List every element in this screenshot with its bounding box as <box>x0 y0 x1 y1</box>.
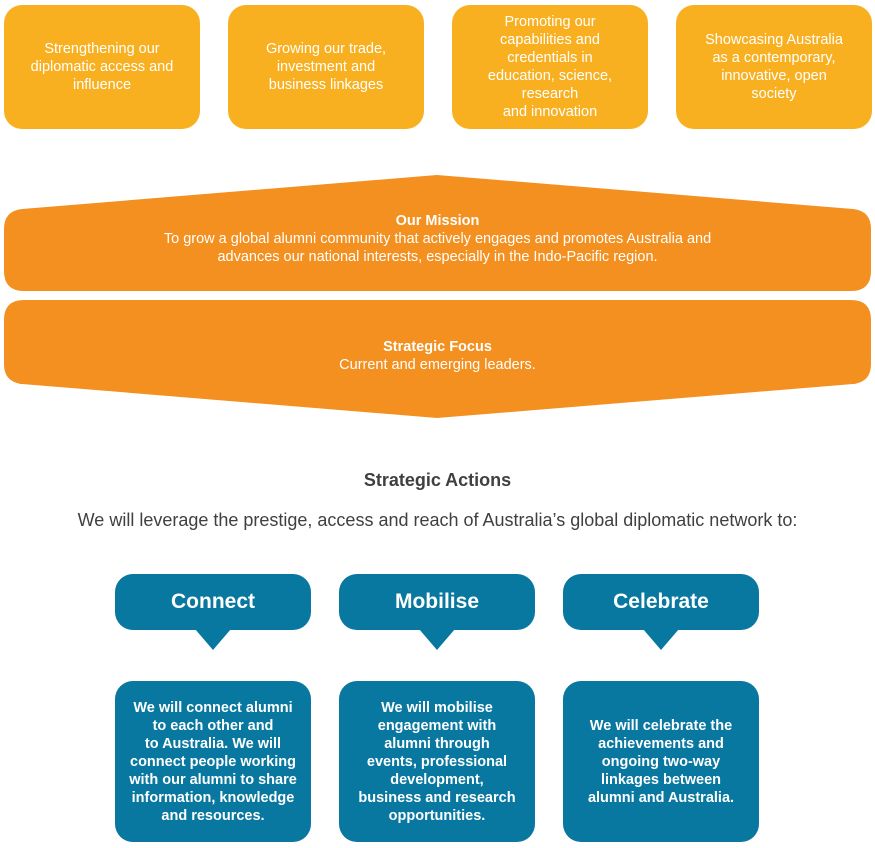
focus-text: Current and emerging leaders. <box>339 357 536 373</box>
action-heading-connect: Connect <box>115 574 311 650</box>
action-body-connect: We will connect alumni to each other and… <box>115 681 311 842</box>
action-heading-celebrate: Celebrate <box>563 574 759 650</box>
goal-text: Growing our trade, investment and busine… <box>265 41 387 93</box>
action-heading-label: Mobilise <box>394 590 479 613</box>
action-body-celebrate: We will celebrate the achievements and o… <box>563 681 759 842</box>
goal-text: Promoting our capabilities and credentia… <box>487 14 613 120</box>
action-body-text: We will mobilise engagement with alumni … <box>358 699 516 824</box>
goal-box-capabilities: Promoting our capabilities and credentia… <box>452 5 648 129</box>
mission-text: To grow a global alumni community that a… <box>163 231 712 265</box>
action-heading-label: Connect <box>171 590 255 613</box>
action-body-text: We will connect alumni to each other and… <box>129 699 297 824</box>
mission-focus-banners <box>4 175 871 418</box>
mission-text-block: Our Mission To grow a global alumni comm… <box>0 212 875 266</box>
goal-box-diplomatic: Strengthening our diplomatic access and … <box>4 5 200 129</box>
action-heading-mobilise: Mobilise <box>339 574 535 650</box>
focus-text-block: Strategic Focus Current and emerging lea… <box>0 338 875 374</box>
action-body-mobilise: We will mobilise engagement with alumni … <box>339 681 535 842</box>
action-body-text: We will celebrate the achievements and o… <box>587 717 735 806</box>
pointer-arrow <box>195 629 231 650</box>
pointer-arrow <box>643 629 679 650</box>
focus-title: Strategic Focus <box>383 339 492 355</box>
strategic-actions-title: Strategic Actions <box>363 470 512 490</box>
goal-text: Strengthening our diplomatic access and … <box>30 41 174 93</box>
mission-title: Our Mission <box>395 213 480 229</box>
goal-text: Showcasing Australia as a contemporary, … <box>705 32 843 102</box>
focus-banner-shape <box>4 300 871 418</box>
strategic-actions-subtitle: We will leverage the prestige, access an… <box>77 510 798 530</box>
action-heading-label: Celebrate <box>613 590 709 613</box>
goal-box-showcasing: Showcasing Australia as a contemporary, … <box>676 5 872 129</box>
goal-box-trade: Growing our trade, investment and busine… <box>228 5 424 129</box>
pointer-arrow <box>419 629 455 650</box>
mission-banner-shape <box>4 175 871 291</box>
